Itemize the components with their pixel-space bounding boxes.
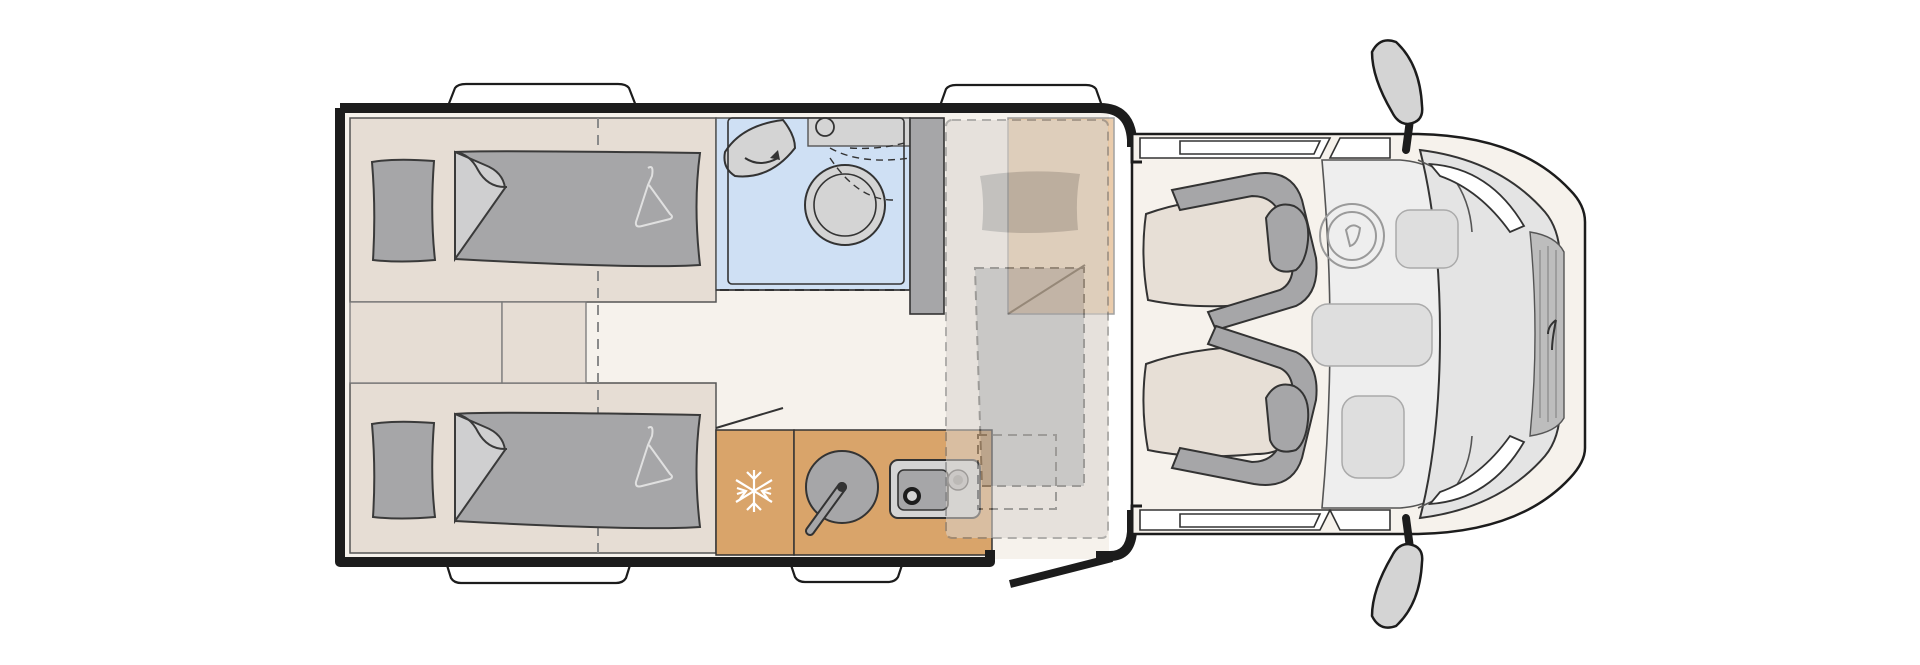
passenger-seat xyxy=(1142,324,1318,486)
pillow-upper xyxy=(370,158,437,263)
stove-hob xyxy=(805,450,879,536)
mattress-lower xyxy=(454,411,702,530)
mattress-upper xyxy=(454,150,702,268)
pillow-lower xyxy=(370,420,437,520)
window-top-middle xyxy=(938,83,1104,108)
window-top-left xyxy=(446,82,638,108)
mattress-upper-corner xyxy=(454,151,508,189)
sliding-door xyxy=(1009,554,1113,588)
shower-tray xyxy=(727,117,905,285)
steering-wheel-icon xyxy=(1319,203,1385,269)
driver-seat xyxy=(1142,172,1318,332)
headlight-top xyxy=(1427,162,1526,234)
bed-step-left xyxy=(349,301,503,384)
mirror-bottom xyxy=(1370,514,1424,629)
mattress-lower-corner xyxy=(454,413,508,451)
window-bottom-left xyxy=(444,560,633,585)
hanger-icon xyxy=(634,426,673,488)
headlight-bottom xyxy=(1427,434,1526,506)
snowflake-icon xyxy=(735,470,773,512)
center-console xyxy=(1311,303,1433,367)
pillows xyxy=(370,158,437,520)
mattresses xyxy=(454,150,702,530)
passenger-footwell xyxy=(1341,395,1405,479)
cab-junction-top xyxy=(1130,134,1142,164)
cab-junction-bottom xyxy=(1130,504,1142,534)
bed-step-right xyxy=(501,301,587,384)
toilet xyxy=(804,164,886,246)
bathroom-tap xyxy=(815,117,835,137)
mirror-top xyxy=(1370,39,1424,154)
partition-panel xyxy=(909,117,945,315)
dinette-table-overlay xyxy=(945,119,1109,539)
brand-logo-icon xyxy=(1547,319,1557,351)
entry-door-swing xyxy=(715,407,784,429)
washbasin xyxy=(723,118,797,178)
cab-side-windows xyxy=(1139,137,1391,531)
gear-stick-area xyxy=(1395,209,1459,269)
hanger-icon xyxy=(634,166,673,228)
